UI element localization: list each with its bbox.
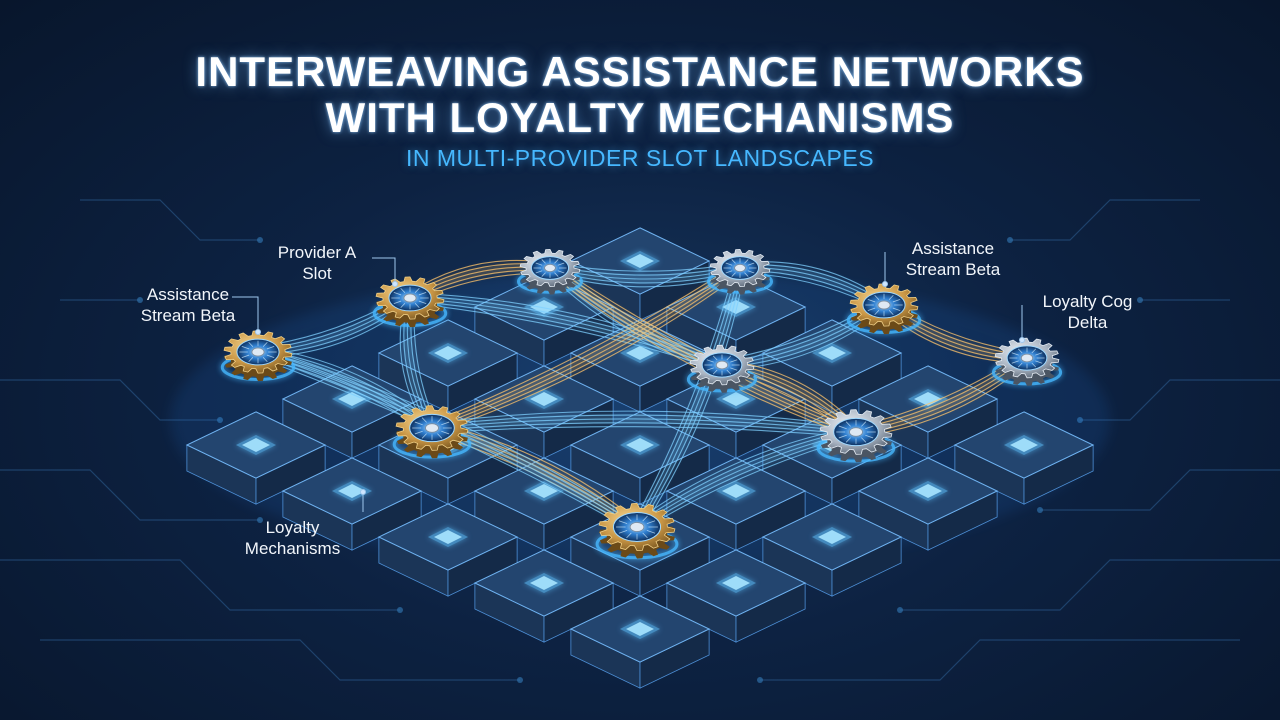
gear-icon (517, 248, 583, 295)
slot-tile (761, 503, 903, 597)
label-assistance-right-line-2: Stream Beta (905, 260, 1001, 279)
slot-tile (569, 319, 711, 413)
assistance-stream (631, 265, 746, 530)
label-loyalty-mech-line-2: Mechanisms (244, 539, 341, 558)
circuit-traces (0, 199, 1280, 681)
gear-icon (372, 276, 448, 328)
slot-tile (761, 319, 903, 413)
gear-icon (707, 248, 773, 295)
label-provider-a-slot: Provider A Slot (262, 242, 372, 284)
slot-tile (857, 457, 999, 551)
slot-tile-platform (185, 227, 1095, 689)
label-assistance-right-line-1: Assistance (911, 239, 995, 258)
gear-icon (991, 337, 1063, 386)
label-provider-a-line-1: Provider A (277, 243, 357, 262)
title-line-1: INTERWEAVING ASSISTANCE NETWORKS (195, 48, 1085, 95)
slot-tile (473, 549, 615, 643)
gear-icon (816, 409, 896, 463)
slot-tile (953, 411, 1095, 505)
title-line-2: WITH LOYALTY MECHANISMS (325, 94, 955, 141)
slot-tile (569, 595, 711, 689)
gear-icon (846, 283, 922, 335)
label-provider-a-line-2: Slot (302, 264, 332, 283)
slot-tile (185, 411, 327, 505)
label-assistance-stream-right: Assistance Stream Beta (893, 238, 1013, 280)
gear-nodes (220, 248, 1063, 560)
gear-icon (595, 502, 679, 560)
gear-icon (392, 405, 472, 459)
loyalty-stream (429, 262, 743, 434)
slot-tile (281, 457, 423, 551)
label-loyalty-cog-line-2: Delta (1067, 313, 1108, 332)
subtitle: IN MULTI-PROVIDER SLOT LANDSCAPES (405, 145, 875, 171)
gear-icon (686, 344, 758, 393)
slot-tile (857, 365, 999, 459)
label-assistance-left-line-2: Stream Beta (140, 306, 236, 325)
slot-tile (665, 549, 807, 643)
label-loyalty-mech-line-1: Loyalty (265, 518, 320, 537)
label-assistance-left-line-1: Assistance (146, 285, 230, 304)
label-assistance-stream-left: Assistance Stream Beta (128, 284, 248, 326)
assistance-stream (431, 410, 857, 438)
slot-tile (377, 503, 519, 597)
label-loyalty-mechanisms: Loyalty Mechanisms (230, 517, 355, 559)
label-leaders (232, 252, 1025, 512)
label-loyalty-cog-delta: Loyalty Cog Delta (1030, 291, 1145, 333)
gear-icon (220, 330, 296, 382)
label-loyalty-cog-line-1: Loyalty Cog (1042, 292, 1133, 311)
